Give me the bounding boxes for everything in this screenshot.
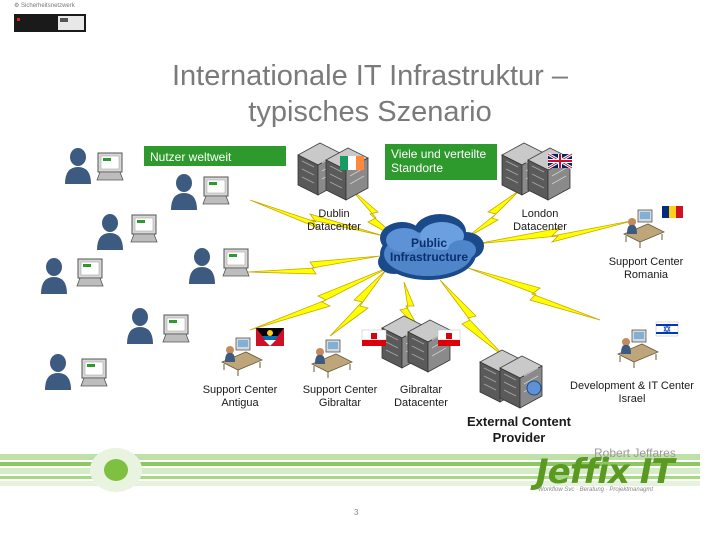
flag-gibraltar-1 xyxy=(361,329,387,346)
israel-label-line-2: Israel xyxy=(618,393,646,405)
gibraltar-support-desk-icon xyxy=(311,339,353,379)
external-provider-label: External Content Provider xyxy=(458,414,580,446)
gibraltar-support-label: Support Center Gibraltar xyxy=(296,384,384,410)
brand-tagline: Workflow Svc · Beratung · Projektmanagmt xyxy=(538,487,654,493)
external-provider-label-line-2: Provider xyxy=(492,430,546,445)
cloud-label-line-2: Infrastructure xyxy=(389,250,469,264)
user-icons xyxy=(41,148,250,390)
romania-label-line-2: Romania xyxy=(623,269,669,281)
london-label: London Datacenter xyxy=(504,208,576,234)
author-name: Robert Jeffares xyxy=(594,446,676,460)
romania-label-line-1: Support Center xyxy=(608,256,684,268)
page-number: 3 xyxy=(354,508,359,517)
flag-gibraltar-2 xyxy=(437,329,461,346)
header-logo-caption: ⚙ Sicherheitsnetzwerk xyxy=(14,3,75,9)
title-line-1: Internationale IT Infrastruktur – xyxy=(171,60,568,92)
users-worldwide-box: Nutzer weltweit xyxy=(144,146,286,166)
flag-ireland xyxy=(340,156,364,170)
romania-desk-icon xyxy=(623,209,665,249)
page-title: Internationale IT Infrastruktur – typisc… xyxy=(60,58,680,130)
antigua-label-line-2: Antigua xyxy=(221,397,259,409)
gibraltar-support-label-line-2: Gibraltar xyxy=(318,397,362,409)
dublin-label: Dublin Datacenter xyxy=(298,208,370,234)
dublin-label-line-2: Datacenter xyxy=(307,221,361,233)
brand-logo: Jeffix IT xyxy=(536,452,675,492)
external-provider-label-line-1: External Content xyxy=(466,414,571,429)
gibraltar-datacenter-label-line-2: Datacenter xyxy=(394,397,448,409)
dublin-datacenter-icon xyxy=(297,142,369,201)
flag-antigua xyxy=(256,328,284,346)
romania-label: Support Center Romania xyxy=(600,256,692,282)
flag-israel xyxy=(655,321,679,337)
footer-stripes xyxy=(0,454,700,486)
flag-uk xyxy=(547,152,573,170)
public-infrastructure-cloud xyxy=(378,214,484,280)
flag-romania xyxy=(662,206,683,218)
cloud-label-line-1: Public xyxy=(410,236,447,250)
external-provider-icon xyxy=(479,349,543,409)
london-label-line-2: Datacenter xyxy=(513,221,567,233)
israel-label: Development & IT Center Israel xyxy=(564,380,700,406)
gibraltar-datacenter-label: Gibraltar Datacenter xyxy=(388,384,454,410)
dublin-label-line-1: Dublin xyxy=(318,208,350,220)
london-datacenter-icon xyxy=(501,142,571,201)
london-label-line-1: London xyxy=(521,208,559,220)
distributed-sites-box: Viele und verteilte Standorte xyxy=(385,144,497,180)
gibraltar-datacenter-label-line-1: Gibraltar xyxy=(399,384,443,396)
gibraltar-support-label-line-1: Support Center xyxy=(302,384,378,396)
cloud-label: Public Infrastructure xyxy=(384,236,474,264)
antigua-label-line-1: Support Center xyxy=(202,384,278,396)
title-line-2: typisches Szenario xyxy=(248,96,492,128)
antigua-label: Support Center Antigua xyxy=(196,384,284,410)
israel-label-line-1: Development & IT Center xyxy=(570,380,694,392)
israel-desk-icon xyxy=(617,329,659,369)
